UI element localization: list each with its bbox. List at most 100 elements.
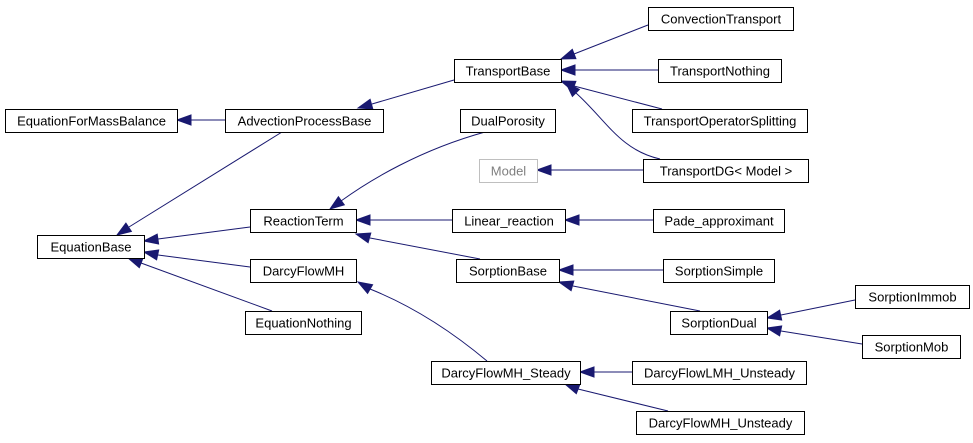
node-box[interactable] bbox=[250, 259, 357, 283]
edge-arrowhead bbox=[142, 233, 160, 245]
node-box[interactable] bbox=[452, 209, 566, 233]
node-box[interactable] bbox=[862, 335, 961, 359]
node-pade-approximant[interactable]: Pade_approximant bbox=[653, 209, 785, 233]
edge-arrowhead bbox=[765, 325, 783, 337]
edge-darcy-flow-mh-unsteady-to-darcy-flow-mh-steady bbox=[563, 383, 669, 412]
node-box[interactable] bbox=[636, 411, 805, 435]
edge-line bbox=[128, 131, 283, 228]
node-label: TransportOperatorSplitting bbox=[644, 114, 797, 129]
edge-arrowhead bbox=[557, 280, 575, 292]
edge-line bbox=[577, 388, 669, 412]
node-transport-dg-model[interactable]: TransportDG< Model > bbox=[643, 159, 809, 183]
edge-line bbox=[369, 288, 488, 362]
edge-transport-base-to-advection-process-base bbox=[356, 79, 455, 110]
edge-line bbox=[573, 24, 649, 55]
edge-arrowhead bbox=[563, 214, 580, 226]
edge-line bbox=[140, 262, 273, 312]
edges-layer bbox=[115, 24, 863, 412]
node-sorption-mob[interactable]: SorptionMob bbox=[862, 335, 961, 359]
node-box[interactable] bbox=[454, 59, 562, 83]
edge-arrowhead bbox=[175, 114, 192, 126]
edge-line bbox=[157, 226, 251, 240]
node-label: Model bbox=[491, 164, 527, 179]
node-label: SorptionBase bbox=[469, 264, 547, 279]
node-box[interactable] bbox=[431, 361, 581, 385]
node-linear-reaction[interactable]: Linear_reaction bbox=[452, 209, 566, 233]
node-box[interactable] bbox=[643, 159, 809, 183]
node-label: EquationBase bbox=[51, 240, 132, 255]
node-label: Linear_reaction bbox=[464, 214, 554, 229]
node-darcy-flow-mh[interactable]: DarcyFlowMH bbox=[250, 259, 357, 283]
node-box[interactable] bbox=[670, 311, 768, 335]
node-label: EquationForMassBalance bbox=[17, 114, 166, 129]
node-label: DarcyFlowMH_Unsteady bbox=[649, 416, 793, 431]
node-box[interactable] bbox=[5, 109, 178, 133]
node-label: ConvectionTransport bbox=[661, 12, 782, 27]
node-label: DarcyFlowMH bbox=[263, 264, 345, 279]
node-label: DarcyFlowMH_Steady bbox=[441, 366, 571, 381]
node-label: AdvectionProcessBase bbox=[238, 114, 372, 129]
node-box[interactable] bbox=[663, 259, 775, 283]
edge-line bbox=[340, 131, 486, 202]
node-box[interactable] bbox=[653, 209, 785, 233]
node-box[interactable] bbox=[37, 235, 145, 259]
node-equation-base[interactable]: EquationBase bbox=[37, 235, 145, 259]
node-box[interactable] bbox=[648, 7, 794, 31]
node-darcy-flow-mh-unsteady[interactable]: DarcyFlowMH_Unsteady bbox=[636, 411, 805, 435]
edge-arrowhead bbox=[559, 48, 577, 60]
edge-sorption-immob-to-sorption-dual bbox=[765, 299, 856, 321]
edge-line bbox=[572, 285, 701, 312]
node-advection-process-base[interactable]: AdvectionProcessBase bbox=[225, 109, 384, 133]
node-transport-operator-splitting[interactable]: TransportOperatorSplitting bbox=[632, 109, 808, 133]
edge-darcy-flow-mh-to-equation-base bbox=[142, 249, 251, 268]
node-box[interactable] bbox=[632, 109, 808, 133]
node-sorption-base[interactable]: SorptionBase bbox=[456, 259, 560, 283]
edge-arrowhead bbox=[356, 98, 374, 110]
edge-arrowhead bbox=[354, 214, 371, 226]
edge-line bbox=[575, 92, 661, 160]
node-box[interactable] bbox=[632, 361, 807, 385]
node-model[interactable]: Model bbox=[479, 159, 538, 183]
node-box[interactable] bbox=[225, 109, 384, 133]
node-sorption-immob[interactable]: SorptionImmob bbox=[855, 285, 970, 309]
node-darcy-flow-mh-steady[interactable]: DarcyFlowMH_Steady bbox=[431, 361, 581, 385]
edge-arrowhead bbox=[126, 257, 144, 269]
node-box[interactable] bbox=[456, 259, 560, 283]
node-dual-porosity[interactable]: DualPorosity bbox=[460, 109, 556, 133]
node-label: SorptionSimple bbox=[675, 264, 763, 279]
node-label: SorptionMob bbox=[875, 340, 949, 355]
node-darcy-flow-lmh-unsteady[interactable]: DarcyFlowLMH_Unsteady bbox=[632, 361, 807, 385]
edge-line bbox=[371, 79, 455, 105]
node-equation-for-mass-balance[interactable]: EquationForMassBalance bbox=[5, 109, 178, 133]
node-label: DarcyFlowLMH_Unsteady bbox=[644, 366, 795, 381]
node-sorption-dual[interactable]: SorptionDual bbox=[670, 311, 768, 335]
edge-sorption-base-to-reaction-term bbox=[354, 232, 481, 260]
edge-arrowhead bbox=[557, 264, 574, 276]
edge-transport-nothing-to-transport-base bbox=[559, 64, 658, 76]
edge-arrowhead bbox=[563, 383, 581, 395]
edge-transport-operator-splitting-to-transport-base bbox=[559, 80, 663, 110]
edge-sorption-mob-to-sorption-dual bbox=[765, 325, 863, 345]
node-transport-nothing[interactable]: TransportNothing bbox=[658, 59, 782, 83]
edge-darcy-flow-lmh-unsteady-to-darcy-flow-mh-steady bbox=[578, 366, 632, 378]
edge-arrowhead bbox=[356, 281, 374, 295]
node-box[interactable] bbox=[460, 109, 556, 133]
node-reaction-term[interactable]: ReactionTerm bbox=[250, 209, 357, 233]
node-box[interactable] bbox=[855, 285, 970, 309]
node-box[interactable] bbox=[245, 311, 362, 335]
edge-arrowhead bbox=[564, 81, 581, 98]
edge-arrowhead bbox=[578, 366, 595, 378]
node-label: TransportDG< Model > bbox=[660, 164, 792, 179]
edge-arrowhead bbox=[354, 232, 372, 244]
node-box[interactable] bbox=[479, 159, 538, 183]
node-transport-base[interactable]: TransportBase bbox=[454, 59, 562, 83]
edge-transport-dg-model-to-model bbox=[535, 164, 643, 176]
node-convection-transport[interactable]: ConvectionTransport bbox=[648, 7, 794, 31]
edge-sorption-simple-to-sorption-base bbox=[557, 264, 663, 276]
node-box[interactable] bbox=[658, 59, 782, 83]
node-box[interactable] bbox=[250, 209, 357, 233]
node-equation-nothing[interactable]: EquationNothing bbox=[245, 311, 362, 335]
node-sorption-simple[interactable]: SorptionSimple bbox=[663, 259, 775, 283]
